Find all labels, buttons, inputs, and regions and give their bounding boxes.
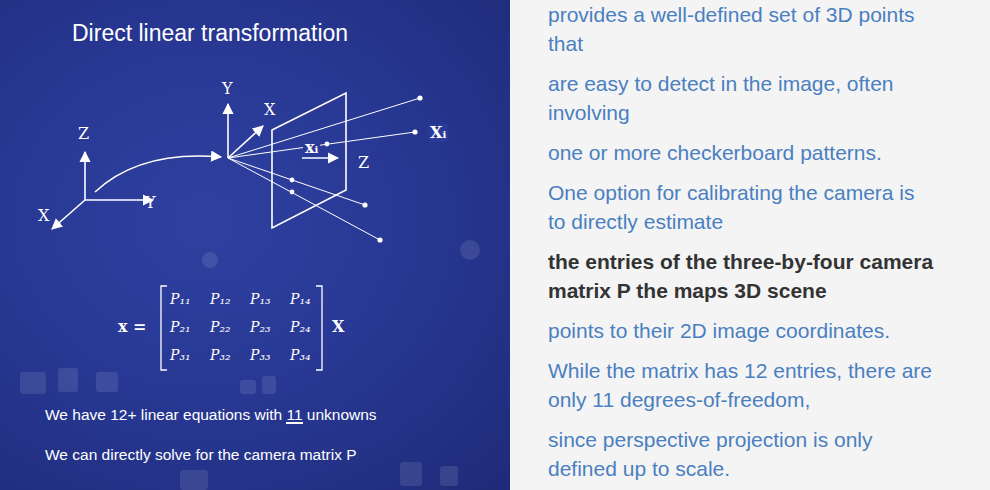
matrix-entry: P₃₄ [290, 347, 311, 363]
matrix-entry: P₂₃ [250, 319, 271, 335]
point-label: xᵢ [303, 139, 320, 157]
axis-label: X [264, 101, 275, 119]
transcript-line: to directly estimate [548, 210, 723, 234]
matrix-entry: P₁₄ [290, 291, 311, 307]
axis-label: Z [78, 125, 89, 143]
matrix-entry: P₂₄ [290, 319, 311, 335]
transcript-line: While the matrix has 12 entries, there a… [548, 359, 932, 383]
matrix-entry: P₃₂ [210, 347, 231, 363]
transcript-line: matrix P the maps 3D scene [548, 279, 827, 303]
transcript-line: provides a well-defined set of 3D points [548, 3, 915, 27]
point-label: Xᵢ [428, 124, 448, 142]
matrix-entry: P₂₁ [170, 319, 191, 335]
transcript-line: since perspective projection is only [548, 428, 873, 452]
transcript-line: only 11 degrees-of-freedom, [548, 388, 810, 412]
slide-note: We have 12+ linear equations with 11 unk… [45, 406, 377, 424]
transcript-line: involving [548, 101, 630, 125]
underline [286, 422, 302, 424]
matrix-entry: P₂₂ [210, 319, 231, 335]
axis-label: Y [222, 80, 233, 98]
transcript-line: one or more checkerboard patterns. [548, 141, 882, 165]
transcript-line: points to their 2D image coordinates. [548, 319, 890, 343]
matrix-entry: P₁₁ [170, 291, 191, 307]
transcript-line: One option for calibrating the camera is [548, 181, 915, 205]
transcript-line: defined up to scale. [548, 457, 730, 481]
matrix-entry: P₃₃ [250, 347, 271, 363]
slide-note: We can directly solve for the camera mat… [45, 446, 357, 464]
axis-label: Y [145, 194, 156, 212]
matrix-entry: P₃₁ [170, 347, 191, 363]
equation-lhs: x = [118, 318, 147, 336]
matrix-entry: P₁₃ [250, 291, 271, 307]
transcript-line: the entries of the three-by-four camera [548, 250, 933, 274]
slide-title: Direct linear transformation [72, 20, 348, 46]
transcript-line: that [548, 32, 583, 56]
transcript-line: are easy to detect in the image, often [548, 72, 894, 96]
matrix-entry: P₁₂ [210, 291, 231, 307]
axis-label: X [38, 207, 49, 225]
axis-label: Z [358, 154, 369, 172]
equation-rhs: X [332, 318, 344, 336]
